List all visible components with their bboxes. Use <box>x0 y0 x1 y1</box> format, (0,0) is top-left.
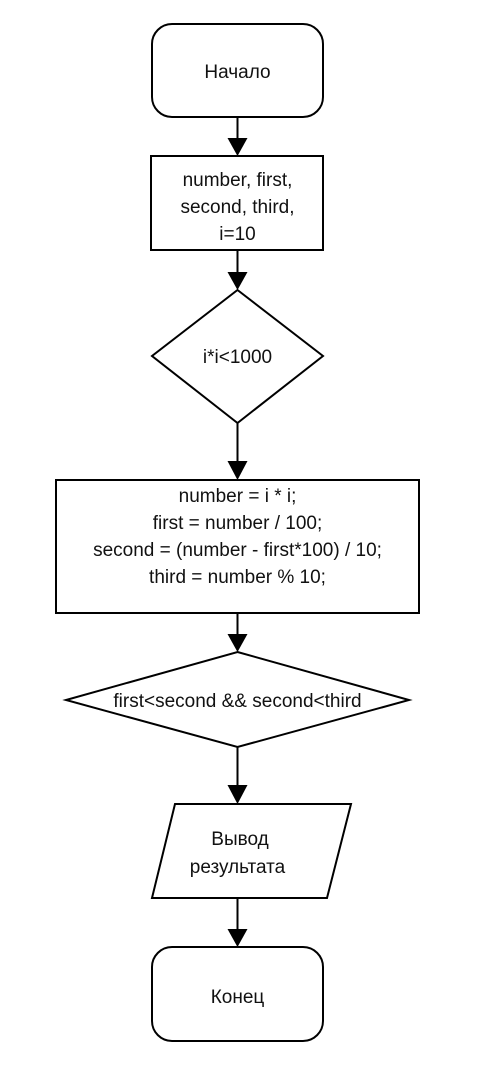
arrow-loop-to-compute <box>227 423 248 480</box>
compute-node: number = i * i; first = number / 100; se… <box>55 479 420 614</box>
compute-line-3: second = (number - first*100) / 10; <box>93 540 382 561</box>
loop-condition-label: i*i<1000 <box>203 347 272 368</box>
init-line-2: second, third, <box>180 197 294 218</box>
check-condition-node: first<second && second<third <box>62 650 413 749</box>
init-node: number, first, second, third, i=10 <box>150 155 324 251</box>
output-line-2: результата <box>190 857 286 878</box>
arrow-compute-to-check <box>227 613 248 652</box>
compute-line-2: first = number / 100; <box>153 513 323 534</box>
init-line-1: number, first, <box>183 170 293 191</box>
end-label: Конец <box>211 987 265 1008</box>
compute-line-4: third = number % 10; <box>149 567 326 588</box>
arrow-start-to-init <box>227 117 248 156</box>
init-line-3: i=10 <box>219 224 255 245</box>
compute-line-1: number = i * i; <box>179 486 297 507</box>
end-node: Конец <box>151 946 324 1042</box>
arrow-init-to-loop <box>227 250 248 290</box>
output-line-1: Вывод <box>211 829 268 850</box>
arrow-output-to-end <box>227 898 248 947</box>
check-condition-label: first<second && second<third <box>113 691 361 712</box>
output-node: Вывод результата <box>150 803 353 899</box>
loop-condition-node: i*i<1000 <box>150 288 325 425</box>
start-label: Начало <box>204 62 270 83</box>
start-node: Начало <box>151 23 324 118</box>
arrow-check-to-output <box>227 747 248 804</box>
